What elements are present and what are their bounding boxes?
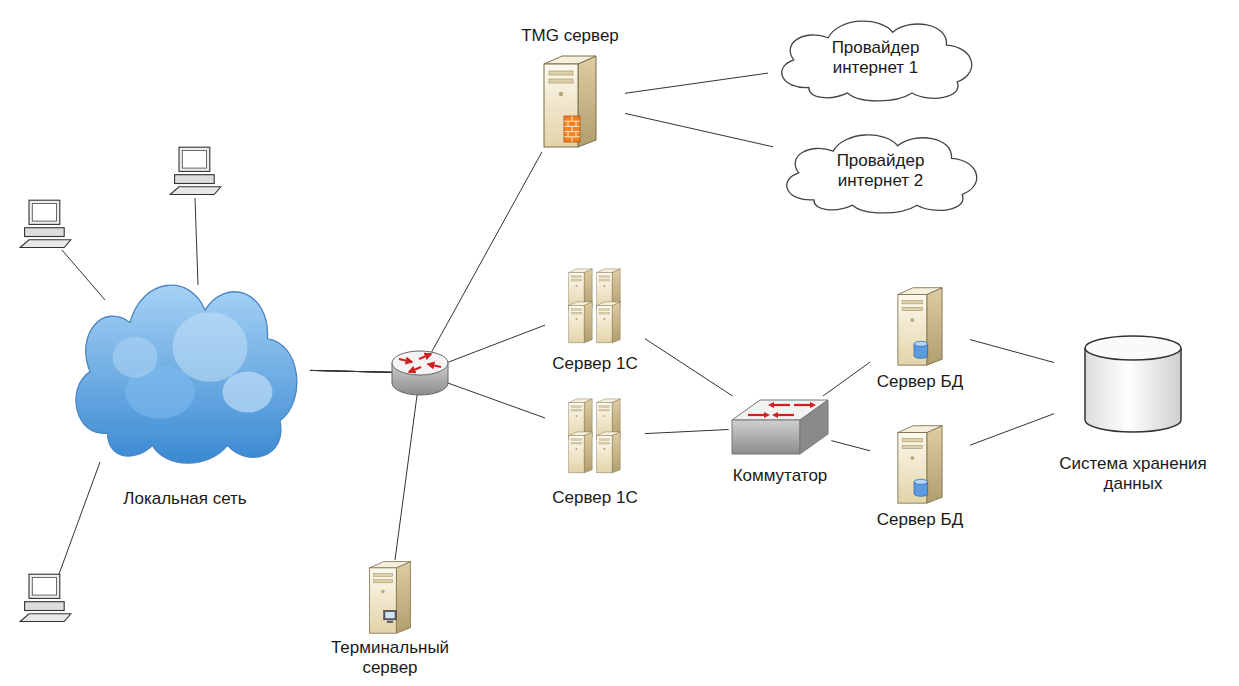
db-icon bbox=[892, 286, 948, 366]
network-link bbox=[645, 339, 733, 396]
network-link bbox=[831, 441, 870, 451]
node-label: Терминальный сервер bbox=[328, 638, 453, 678]
internet-cloud: Провайдер интернет 1 bbox=[768, 12, 983, 104]
local-network-cloud: Локальная сеть bbox=[60, 265, 310, 515]
cluster-icon bbox=[563, 268, 627, 344]
terminal-server: Терминальный сервер bbox=[324, 560, 457, 680]
term-icon bbox=[360, 560, 420, 634]
app-server-cluster: Сервер 1С bbox=[545, 398, 645, 510]
node-label: Локальная сеть bbox=[123, 489, 246, 509]
network-link bbox=[823, 362, 870, 396]
node-label: Коммутатор bbox=[733, 466, 828, 486]
node-label: Провайдер интернет 2 bbox=[826, 151, 936, 191]
network-link bbox=[310, 370, 420, 560]
network-switch: Коммутатор bbox=[729, 396, 832, 491]
network-link bbox=[970, 340, 1054, 363]
router-symbol bbox=[392, 351, 448, 395]
cluster-icon bbox=[563, 398, 627, 474]
tmg-icon bbox=[540, 54, 600, 148]
firewall-server: TMG сервер bbox=[515, 24, 625, 152]
network-link bbox=[625, 73, 768, 93]
database-server: Сервер БД bbox=[870, 424, 970, 534]
node-label: Система хранения данных bbox=[1058, 454, 1208, 494]
app-server-cluster: Сервер 1С bbox=[545, 268, 645, 376]
internet-cloud: Провайдер интернет 2 bbox=[773, 126, 988, 216]
node-label: Провайдер интернет 1 bbox=[821, 38, 931, 78]
db-icon bbox=[892, 424, 948, 504]
lan-icon bbox=[60, 265, 310, 470]
storage-array: Система хранения данных bbox=[1054, 330, 1212, 502]
node-label: Сервер БД bbox=[877, 372, 963, 392]
storage-icon bbox=[1083, 334, 1183, 434]
node-label: Сервер 1С bbox=[552, 488, 637, 508]
network-link bbox=[970, 414, 1054, 446]
network-link bbox=[625, 113, 773, 146]
database-server: Сервер БД bbox=[870, 286, 970, 396]
node-label: Сервер 1С bbox=[552, 354, 637, 374]
switcher-icon bbox=[730, 396, 830, 458]
network-link bbox=[645, 430, 729, 434]
node-label: TMG сервер bbox=[521, 26, 619, 46]
node-label: Сервер БД bbox=[877, 510, 963, 530]
